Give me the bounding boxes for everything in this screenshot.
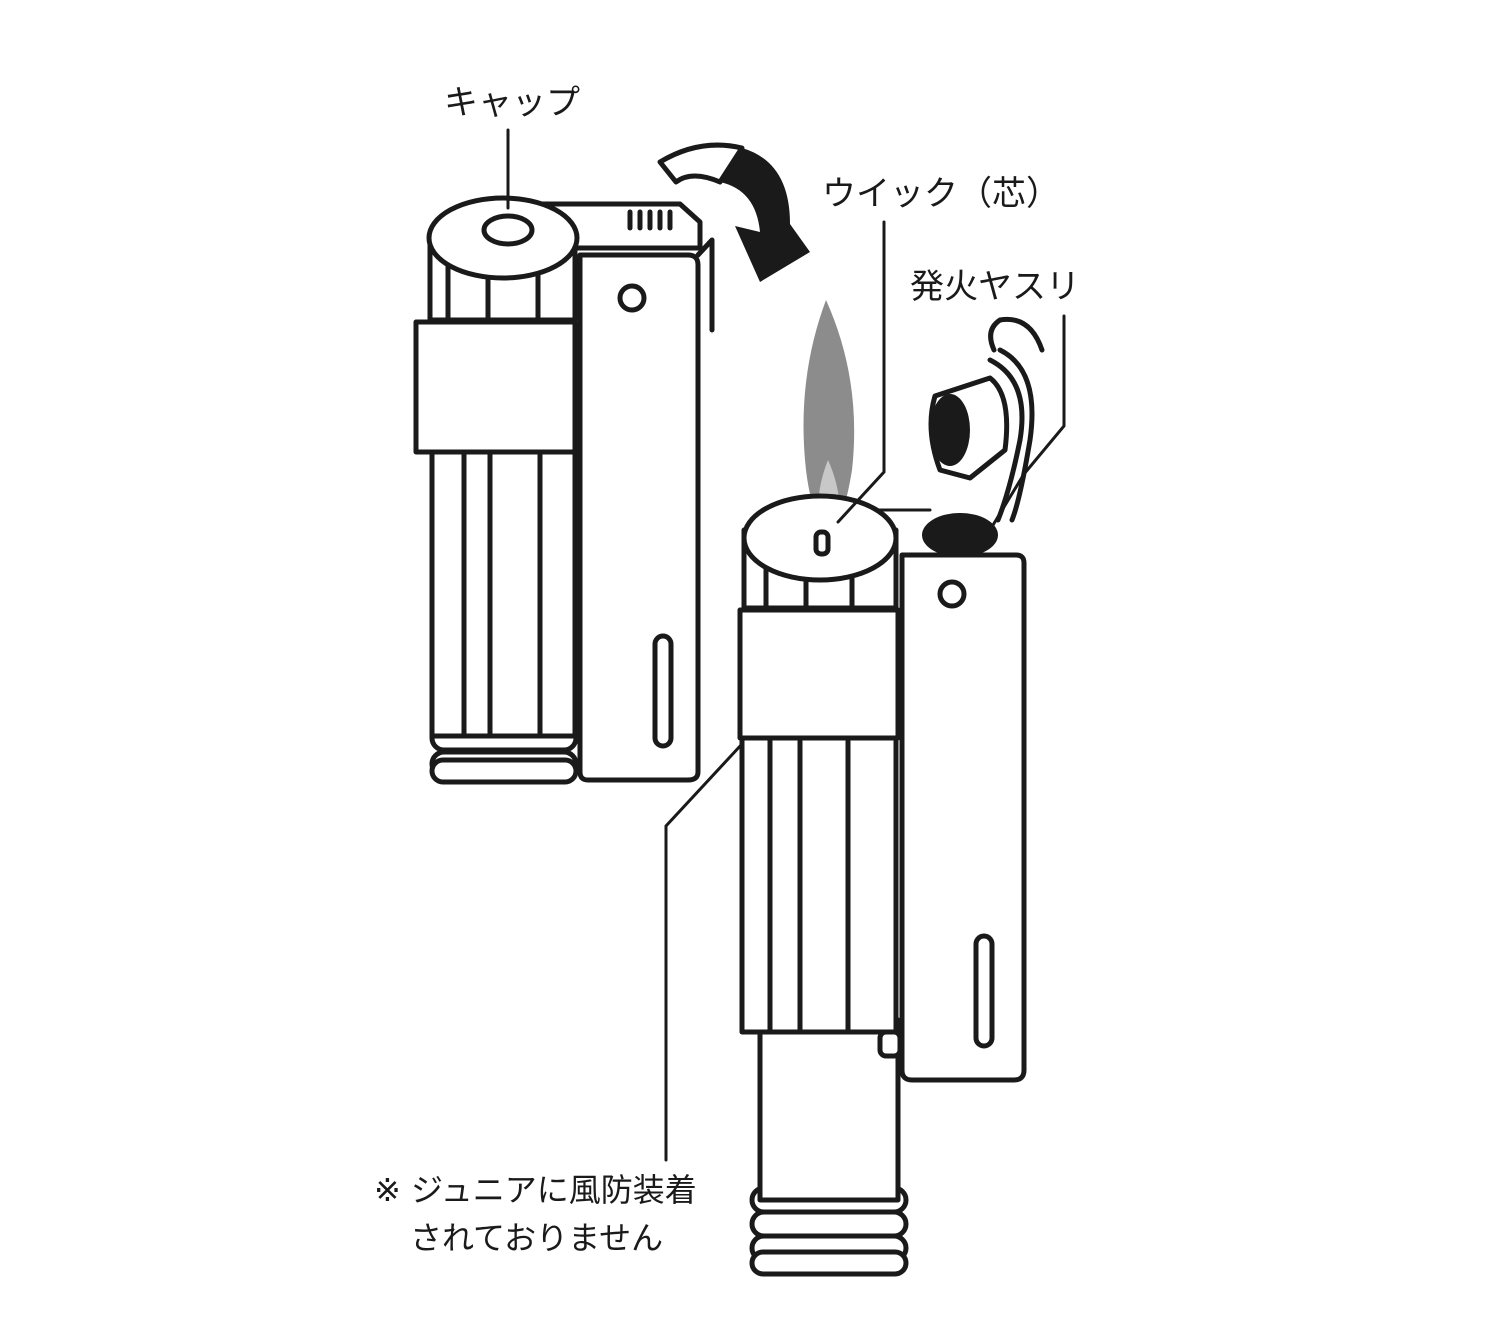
open-lighter-lower-tube: [757, 1017, 901, 1203]
closed-lighter: [413, 195, 715, 785]
file-label: 発火ヤスリ: [910, 267, 1080, 307]
closed-lighter-body: [429, 449, 578, 739]
cap-button: [481, 213, 535, 247]
note-line-1: ※ ジュニアに風防装着: [374, 1171, 697, 1209]
wick: [813, 529, 831, 557]
closed-lighter-side-plate: [577, 252, 701, 783]
closed-plate-rivet: [617, 283, 647, 313]
lid-grip-marks: [627, 209, 673, 231]
curved-arrow-icon: [657, 142, 810, 282]
note-leader: [664, 742, 744, 1162]
open-lighter-side-plate: [899, 552, 1027, 1083]
open-plate-slot: [973, 933, 995, 1049]
open-plate-rivet: [937, 579, 967, 609]
closed-plate-slot: [652, 633, 674, 749]
closed-lighter-band: [413, 319, 578, 455]
open-lighter-body: [739, 735, 899, 1035]
open-lighter-band: [737, 607, 901, 741]
open-lid: [928, 316, 1045, 523]
wick-label: ウイック（芯）: [822, 174, 1060, 214]
open-lighter: [737, 300, 1045, 1277]
striker-wheel: [922, 513, 998, 557]
file-leader: [988, 314, 1066, 532]
plate-hinge-tab: [877, 1029, 903, 1059]
leader-lines: [506, 128, 1066, 1162]
cap-label: キャップ: [444, 83, 580, 123]
wick-leader: [836, 220, 886, 524]
note-line-2: されておりません: [410, 1219, 664, 1257]
